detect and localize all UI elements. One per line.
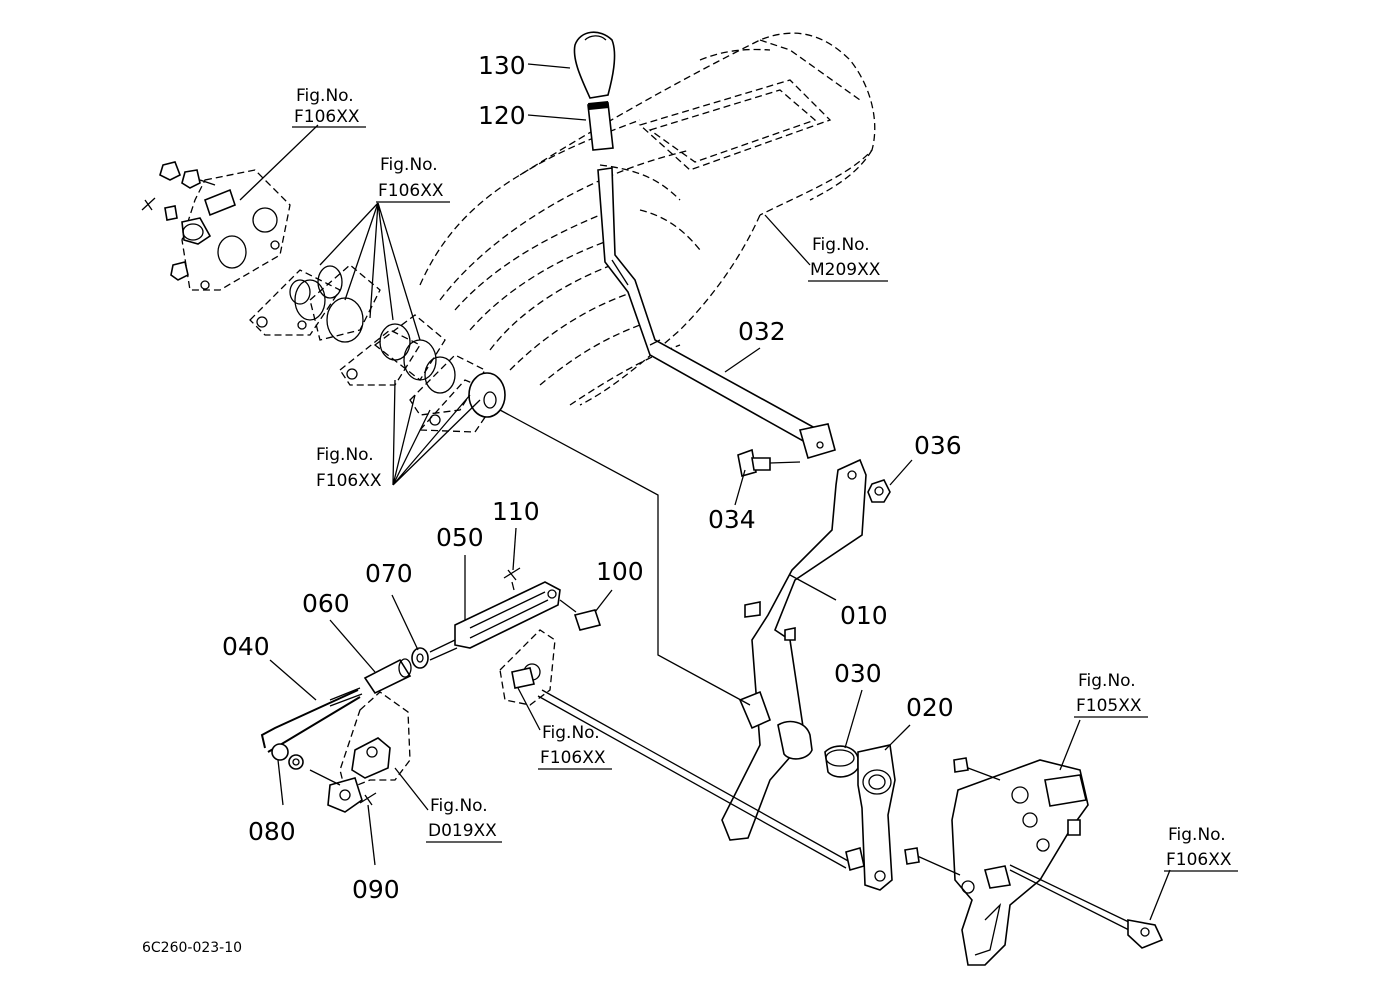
fig-code: F106XX [1166, 850, 1232, 870]
leader-lines [239, 63, 1171, 921]
fig-ref-f106-lower-left: Fig.No. F106XX [316, 445, 382, 491]
bolt-034 [737, 448, 801, 478]
bracket-plate-f105 [904, 757, 1089, 966]
fig-code: F106XX [540, 748, 606, 768]
fig-ref-f105: Fig.No. F105XX [1074, 671, 1148, 718]
part-label-080: 080 [248, 817, 296, 846]
part-label-034: 034 [708, 505, 756, 534]
part-label-050: 050 [436, 523, 484, 552]
part-label-030: 030 [834, 659, 882, 688]
fig-prefix: Fig.No. [430, 796, 488, 816]
fig-ref-m209: Fig.No. M209XX [808, 235, 888, 282]
nut-036 [867, 479, 891, 503]
part-label-040: 040 [222, 632, 270, 661]
fig-code: F105XX [1076, 696, 1142, 716]
fig-ref-f106-right: Fig.No. F106XX [1164, 825, 1238, 872]
fig-prefix: Fig.No. [296, 86, 354, 106]
fig-ref-f106-upper: Fig.No. F106XX [376, 155, 450, 203]
fig-code: M209XX [810, 260, 881, 280]
arm-d019 [309, 691, 411, 813]
part-label-036: 036 [914, 431, 962, 460]
fig-code: F106XX [316, 471, 382, 491]
fig-prefix: Fig.No. [380, 155, 438, 175]
lever-010 [721, 458, 867, 841]
fastener-080 [271, 743, 304, 770]
fig-prefix: Fig.No. [542, 723, 600, 743]
bracket-020 [857, 744, 896, 891]
part-label-130: 130 [478, 51, 526, 80]
clip-090 [359, 792, 377, 806]
spacer-060 [363, 658, 412, 695]
fig-code: D019XX [428, 821, 497, 841]
part-label-110: 110 [492, 497, 540, 526]
part-label-120: 120 [478, 101, 526, 130]
pin-100 [559, 599, 602, 631]
fig-ref-d019: Fig.No. D019XX [426, 796, 502, 843]
part-label-060: 060 [302, 589, 350, 618]
fig-ref-f106-top-left: Fig.No. F106XX [292, 86, 366, 128]
part-label-090: 090 [352, 875, 400, 904]
bracket-f106-center [499, 629, 865, 872]
part-label-020: 020 [906, 693, 954, 722]
part-label-100: 100 [596, 557, 644, 586]
washer-070 [411, 639, 458, 669]
bushing-030 [777, 720, 859, 778]
shift-lever-032 [597, 167, 836, 459]
grip-120 [587, 101, 614, 151]
leader-cam-to-lever [499, 409, 751, 706]
fig-prefix: Fig.No. [1168, 825, 1226, 845]
rod-040 [260, 687, 363, 753]
knob-130 [573, 31, 616, 99]
part-label-010: 010 [840, 601, 888, 630]
document-code: 6C260-023-10 [142, 940, 242, 956]
mount-plate-f106 [141, 161, 291, 291]
fig-prefix: Fig.No. [812, 235, 870, 255]
fig-code: F106XX [378, 181, 444, 201]
fig-ref-f106-center: Fig.No. F106XX [538, 723, 612, 770]
part-label-032: 032 [738, 317, 786, 346]
cam-stack [249, 264, 506, 433]
rod-end-050 [454, 581, 561, 649]
fig-code: F106XX [294, 107, 360, 127]
part-label-070: 070 [365, 559, 413, 588]
console-fender-outline [419, 32, 876, 406]
fig-prefix: Fig.No. [1078, 671, 1136, 691]
fig-prefix: Fig.No. [316, 445, 374, 465]
clip-110 [503, 567, 521, 591]
rod-right [1009, 864, 1164, 949]
